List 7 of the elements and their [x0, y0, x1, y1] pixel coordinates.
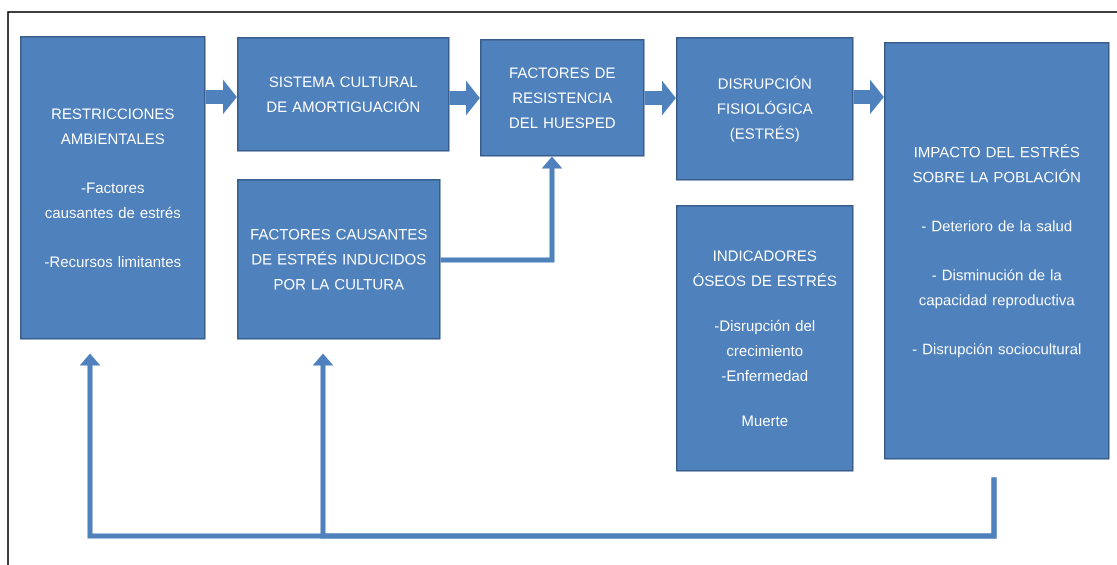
process-box: FACTORES CAUSANTES DE ESTRÉS INDUCIDOS POR LA CULTURA	[237, 179, 441, 340]
process-box: FACTORES DE RESISTENCIA DEL HUESPED	[480, 39, 645, 157]
process-box: RESTRICCIONES AMBIENTALES -Factores causantes de estrés -Recursos limitantes	[20, 36, 206, 340]
process-box: DISRUPCIÓN FISIOLÓGICA (ESTRÉS)	[676, 37, 854, 181]
process-box: IMPACTO DEL ESTRÉS SOBRE LA POBLACIÓN - Deterioro de la salud - Disminución de la capacidad reproductiva - Disrupción sociocultural	[884, 42, 1110, 460]
process-box: SISTEMA CULTURAL DE AMORTIGUACIÓN	[237, 37, 450, 152]
process-box: INDICADORES ÓSEOS DE ESTRÉS -Disrupción del crecimiento -Enfermedad Muerte	[676, 205, 854, 472]
